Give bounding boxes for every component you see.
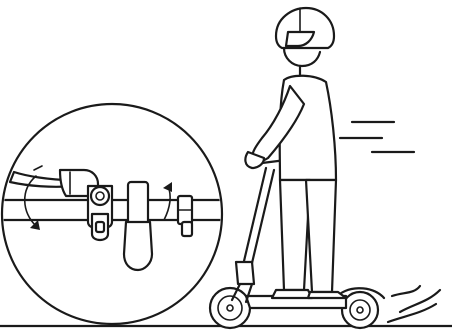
handlebar-detail-circle [0, 104, 224, 324]
front-wheel [210, 288, 250, 328]
rider-shoes [272, 290, 346, 298]
steering-stem [232, 168, 274, 302]
rear-wheel [342, 292, 378, 328]
rider-helmet [276, 8, 334, 66]
rider-legs [280, 180, 336, 292]
throttle-paddle [124, 182, 152, 270]
dust-trail-lines [388, 286, 440, 322]
speed-lines [340, 122, 414, 152]
rider [245, 8, 346, 298]
throttle-housing [88, 186, 112, 240]
